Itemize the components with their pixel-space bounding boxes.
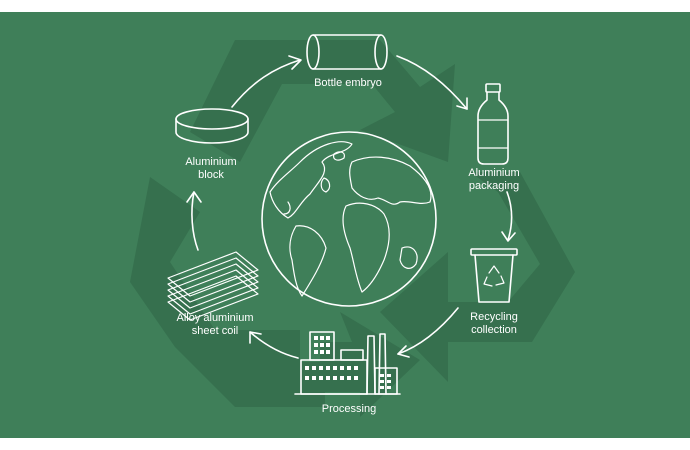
label-recycling-collection: Recycling collection xyxy=(470,311,518,336)
label-alloy-sheet-coil: Alloy aluminium sheet coil xyxy=(176,312,254,337)
cycle-arrows xyxy=(186,55,516,359)
arrow-sheets-to-block xyxy=(186,191,202,251)
sheet-stack-icon xyxy=(167,251,259,321)
label-aluminium-packaging: Aluminium packaging xyxy=(468,167,520,192)
cylinder-icon xyxy=(306,34,388,70)
label-aluminium-block: Aluminium block xyxy=(185,156,237,181)
globe-icon xyxy=(261,131,437,307)
recycling-cycle-diagram: Bottle embryo Aluminium packaging Recycl… xyxy=(0,12,690,438)
disc-icon xyxy=(175,108,249,144)
factory-icon xyxy=(294,331,401,395)
arrow-processing-to-sheets xyxy=(249,331,299,359)
arrow-bin-to-processing xyxy=(397,307,459,358)
recycle-bin-icon xyxy=(470,248,518,303)
label-bottle-embryo: Bottle embryo xyxy=(314,77,382,89)
arrow-block-to-embryo xyxy=(231,55,302,108)
arrow-packaging-to-bin xyxy=(501,191,516,242)
bottle-icon xyxy=(477,83,509,165)
arrow-embryo-to-packaging xyxy=(396,55,468,110)
label-processing: Processing xyxy=(321,403,377,415)
diagram-canvas xyxy=(130,34,575,417)
